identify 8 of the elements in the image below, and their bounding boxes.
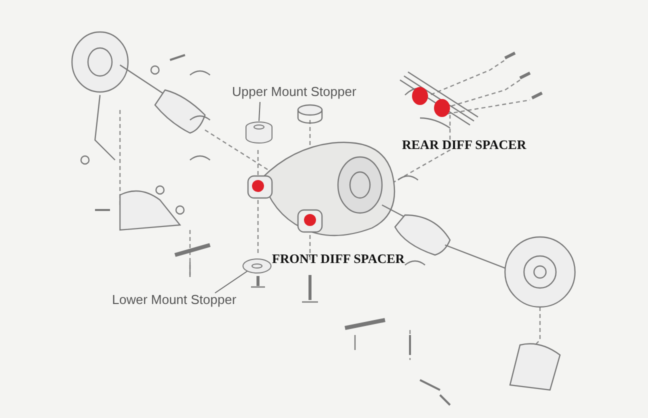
part-label: Upper Mount Stopper [232,84,356,99]
part-label: REAR DIFF SPACER [402,137,526,153]
part-label: Lower Mount Stopper [112,292,236,307]
washer-stopper-drawing [242,258,272,274]
leader-line [258,102,260,122]
leader-line [214,270,250,294]
rubber-stopper-drawing [245,121,273,145]
part-label: FRONT DIFF SPACER [272,251,405,267]
